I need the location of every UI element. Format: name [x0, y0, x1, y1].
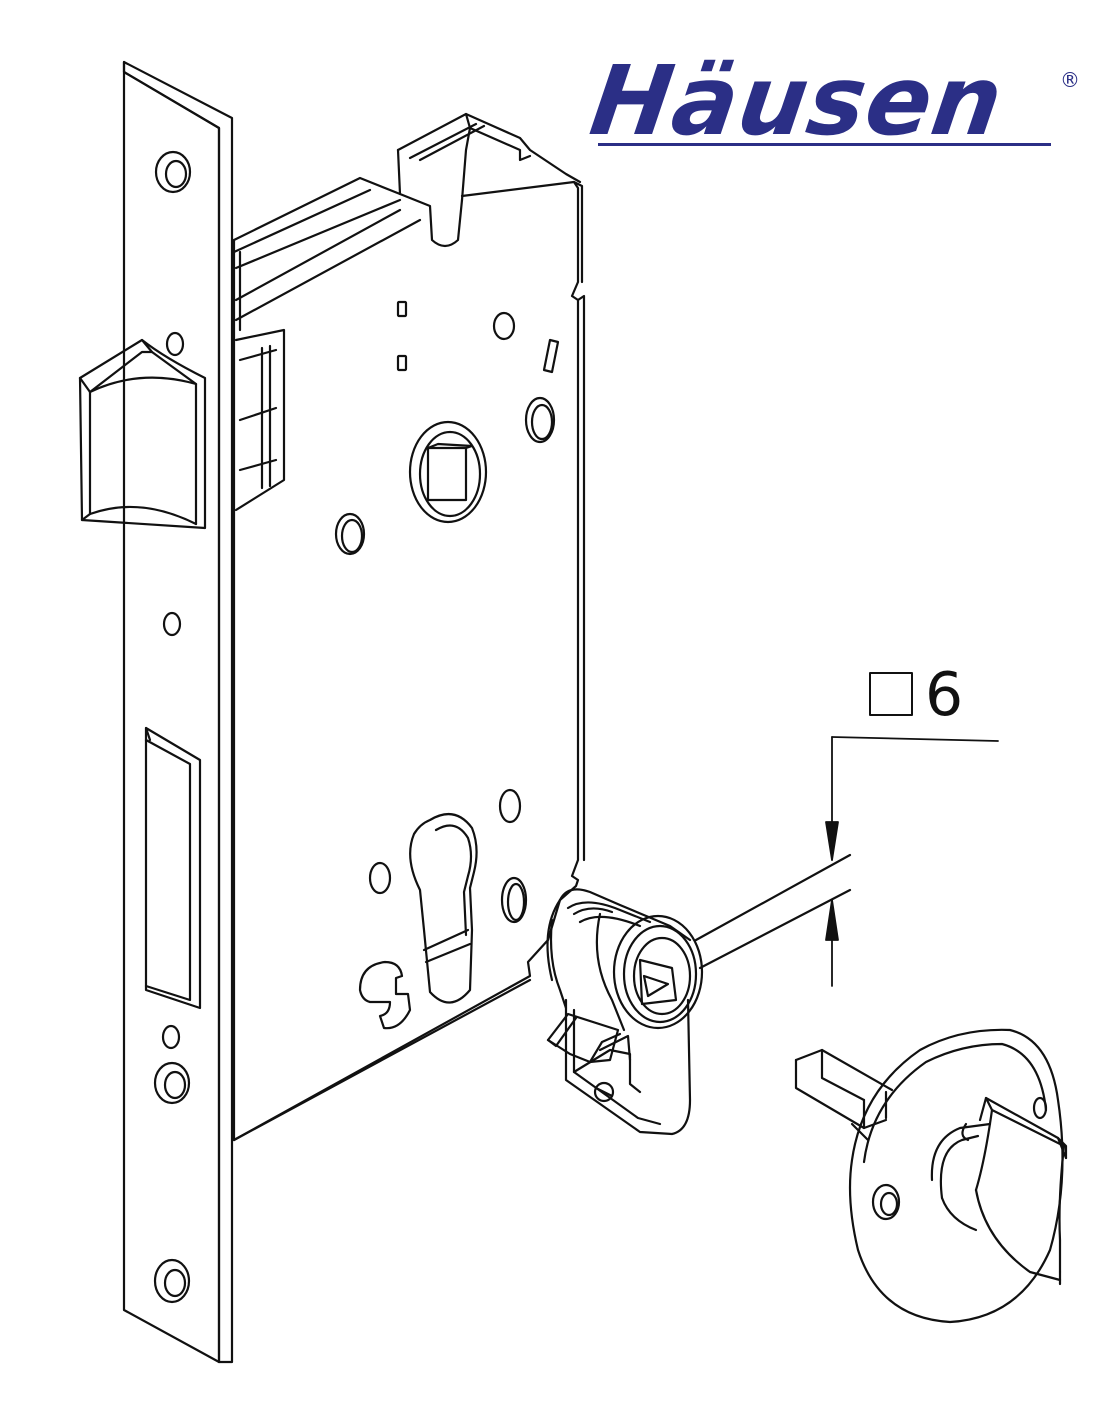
lock-body — [234, 114, 584, 1140]
cylinder-cutout — [410, 814, 476, 1002]
pin-hole-3 — [163, 1026, 179, 1048]
spindle-hub — [410, 422, 486, 522]
latch-bolt — [80, 340, 205, 528]
deadbolt-slot — [146, 728, 200, 1008]
hook-cutout — [360, 962, 410, 1028]
thumb-turn-cylinder — [548, 889, 703, 1134]
registered-mark: ® — [1060, 68, 1080, 92]
plate-slot — [544, 340, 558, 372]
plate-hole-2 — [526, 398, 554, 442]
rivet-slot-1 — [398, 302, 406, 316]
screw-hole-top — [156, 152, 190, 192]
plate-hole-4 — [500, 790, 520, 822]
faceplate — [80, 62, 232, 1362]
plate-hole-3 — [336, 514, 364, 554]
dimension-lines — [826, 737, 998, 986]
thumb-turn-rosette — [796, 1030, 1066, 1322]
logo-underline — [598, 143, 1051, 146]
pin-hole-2 — [164, 613, 180, 635]
screw-hole-bottom — [155, 1063, 189, 1103]
plate-hole-1 — [494, 313, 514, 339]
rosette-screw-hole — [873, 1185, 899, 1219]
plate-hole-6 — [502, 878, 526, 922]
spindle-shaft — [696, 855, 850, 968]
dimension-value: 6 — [925, 660, 964, 730]
plate-hole-5 — [370, 863, 390, 893]
rivet-slot-2 — [398, 356, 406, 370]
screw-hole-base — [155, 1260, 189, 1302]
pin-hole-1 — [167, 333, 183, 355]
square-symbol-icon — [870, 673, 912, 715]
